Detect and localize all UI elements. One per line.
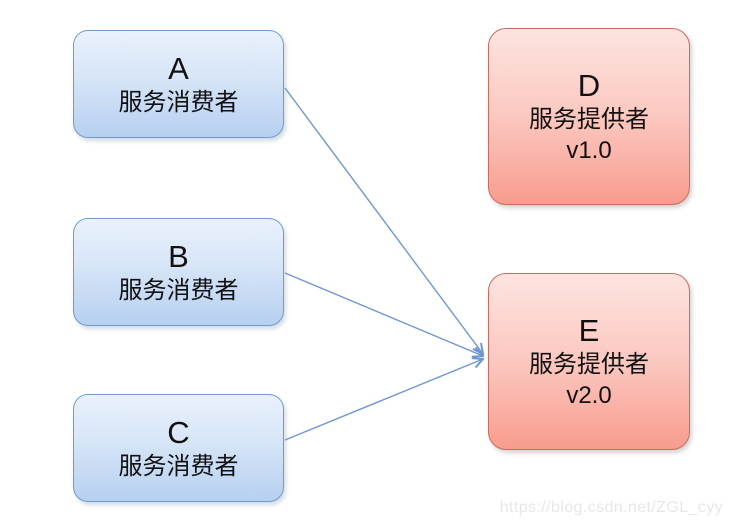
node-letter: D: [577, 67, 601, 103]
node-version-label: v1.0: [566, 136, 612, 164]
arrow-b-to-e: [284, 272, 483, 356]
node-role-label: 服务提供者: [529, 105, 649, 133]
node-consumer-b: B 服务消费者: [73, 218, 284, 326]
node-letter: B: [168, 238, 189, 274]
node-letter: E: [578, 312, 600, 348]
node-letter: A: [168, 50, 189, 86]
arrow-c-to-e: [284, 359, 483, 441]
node-role-label: 服务消费者: [118, 88, 239, 116]
node-letter: C: [167, 414, 190, 450]
node-consumer-c: C 服务消费者: [73, 394, 284, 502]
arrow-a-to-e: [284, 87, 483, 354]
node-provider-e: E 服务提供者 v2.0: [488, 273, 690, 450]
watermark-url: https://blog.csdn.net/ZGL_cyy: [499, 499, 723, 516]
node-role-label: 服务消费者: [118, 452, 239, 480]
node-consumer-a: A 服务消费者: [73, 30, 284, 138]
node-provider-d: D 服务提供者 v1.0: [488, 28, 690, 205]
node-version-label: v2.0: [566, 381, 612, 409]
node-role-label: 服务提供者: [529, 350, 649, 378]
node-role-label: 服务消费者: [118, 276, 239, 304]
